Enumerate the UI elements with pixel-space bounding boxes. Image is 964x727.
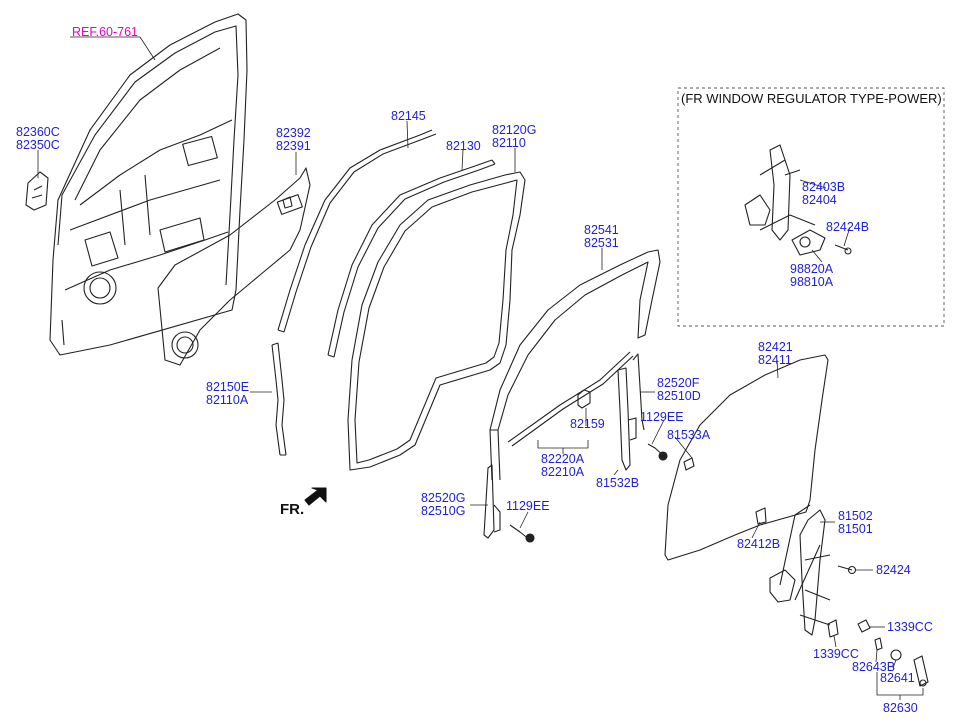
fr-arrow-icon: [304, 487, 327, 506]
label-82643b: 82643B: [852, 660, 896, 674]
label-1339cc-b: 1339CC: [813, 647, 859, 661]
rear-channel: [617, 353, 645, 471]
label-82145: 82145: [391, 109, 426, 123]
bolt-1129ee-a: [647, 443, 668, 461]
label-82412b: 82412B: [737, 537, 781, 551]
label-82641: 82641: [880, 671, 915, 685]
label-1129ee-a: 1129EE: [640, 410, 684, 424]
door-seal: [347, 171, 526, 471]
inset-bolt: [834, 244, 852, 255]
lower-run-strip: [271, 342, 287, 456]
glass-run: [489, 249, 661, 481]
channel-run: [507, 351, 634, 447]
holder-81533a: [683, 457, 695, 471]
delta-cover: [327, 159, 496, 358]
window-regulator: [755, 504, 831, 636]
door-shell: [49, 13, 248, 356]
label-1129ee-b: 1129EE: [506, 499, 550, 513]
inset-frame: [677, 87, 945, 327]
label-82424: 82424: [876, 563, 911, 577]
inset-title: (FR WINDOW REGULATOR TYPE-POWER): [681, 91, 942, 106]
leader-lines: [37, 36, 924, 700]
bolt-82424: [837, 565, 857, 575]
nuts: [827, 619, 871, 638]
belt-strip: [277, 129, 437, 333]
trim-panel: [157, 167, 311, 366]
ref-label: REF.60-761: [72, 25, 139, 39]
label-82630: 82630: [883, 701, 918, 715]
bolt-1129ee-b: [509, 524, 535, 543]
inner-handle-bracket: [25, 171, 49, 211]
front-channel: [483, 464, 501, 539]
fr-label: FR.: [280, 501, 305, 518]
label-81533a: 81533A: [667, 428, 711, 442]
door-glass: [664, 354, 829, 561]
label-82424b: 82424B: [826, 220, 870, 234]
inset-regulator: [744, 144, 826, 256]
label-82159: 82159: [570, 417, 605, 431]
label-82130: 82130: [446, 139, 481, 153]
label-1339cc-a: 1339CC: [887, 620, 933, 634]
label-81532b: 81532B: [596, 476, 640, 490]
clip-82159: [577, 389, 591, 409]
